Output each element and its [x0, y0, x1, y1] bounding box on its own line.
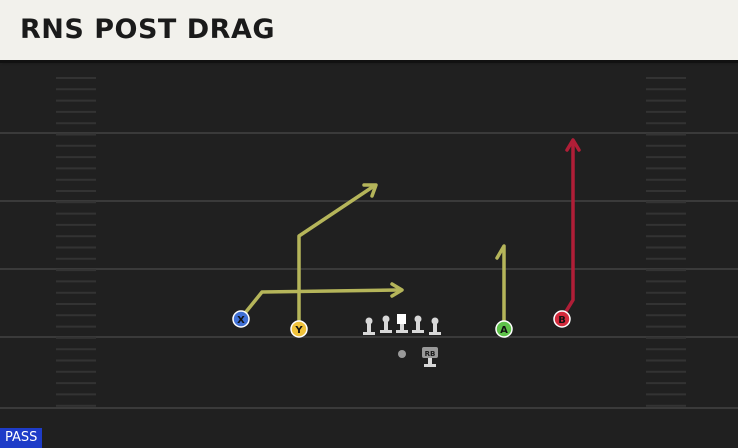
offensive-line — [363, 314, 441, 335]
running-back-label: RB — [425, 350, 436, 358]
title-bar: RNS POST DRAG — [0, 0, 738, 63]
player-y[interactable]: Y — [290, 320, 308, 338]
lineman-icon — [429, 317, 441, 335]
player-a[interactable]: A — [495, 320, 513, 338]
lineman-icon — [363, 317, 375, 335]
hash-marks — [56, 77, 686, 407]
route-a-comeback — [495, 244, 506, 330]
route-b-go — [560, 138, 581, 320]
player-x-label: X — [237, 315, 245, 326]
lineman-icon — [412, 315, 424, 333]
route-y-post — [297, 183, 378, 330]
player-x[interactable]: X — [232, 310, 250, 328]
player-b[interactable]: B — [553, 310, 571, 328]
play-title: RNS POST DRAG — [20, 14, 275, 45]
route-x-drag — [239, 282, 404, 320]
play-type-badge: PASS — [0, 428, 43, 448]
running-back-icon: RB — [422, 347, 438, 367]
yard-lines — [0, 132, 738, 409]
player-b-label: B — [558, 315, 566, 326]
player-y-label: Y — [294, 325, 303, 336]
player-a-label: A — [500, 325, 508, 336]
quarterback-marker — [398, 350, 406, 358]
center-icon — [396, 314, 408, 333]
lineman-icon — [380, 315, 392, 333]
